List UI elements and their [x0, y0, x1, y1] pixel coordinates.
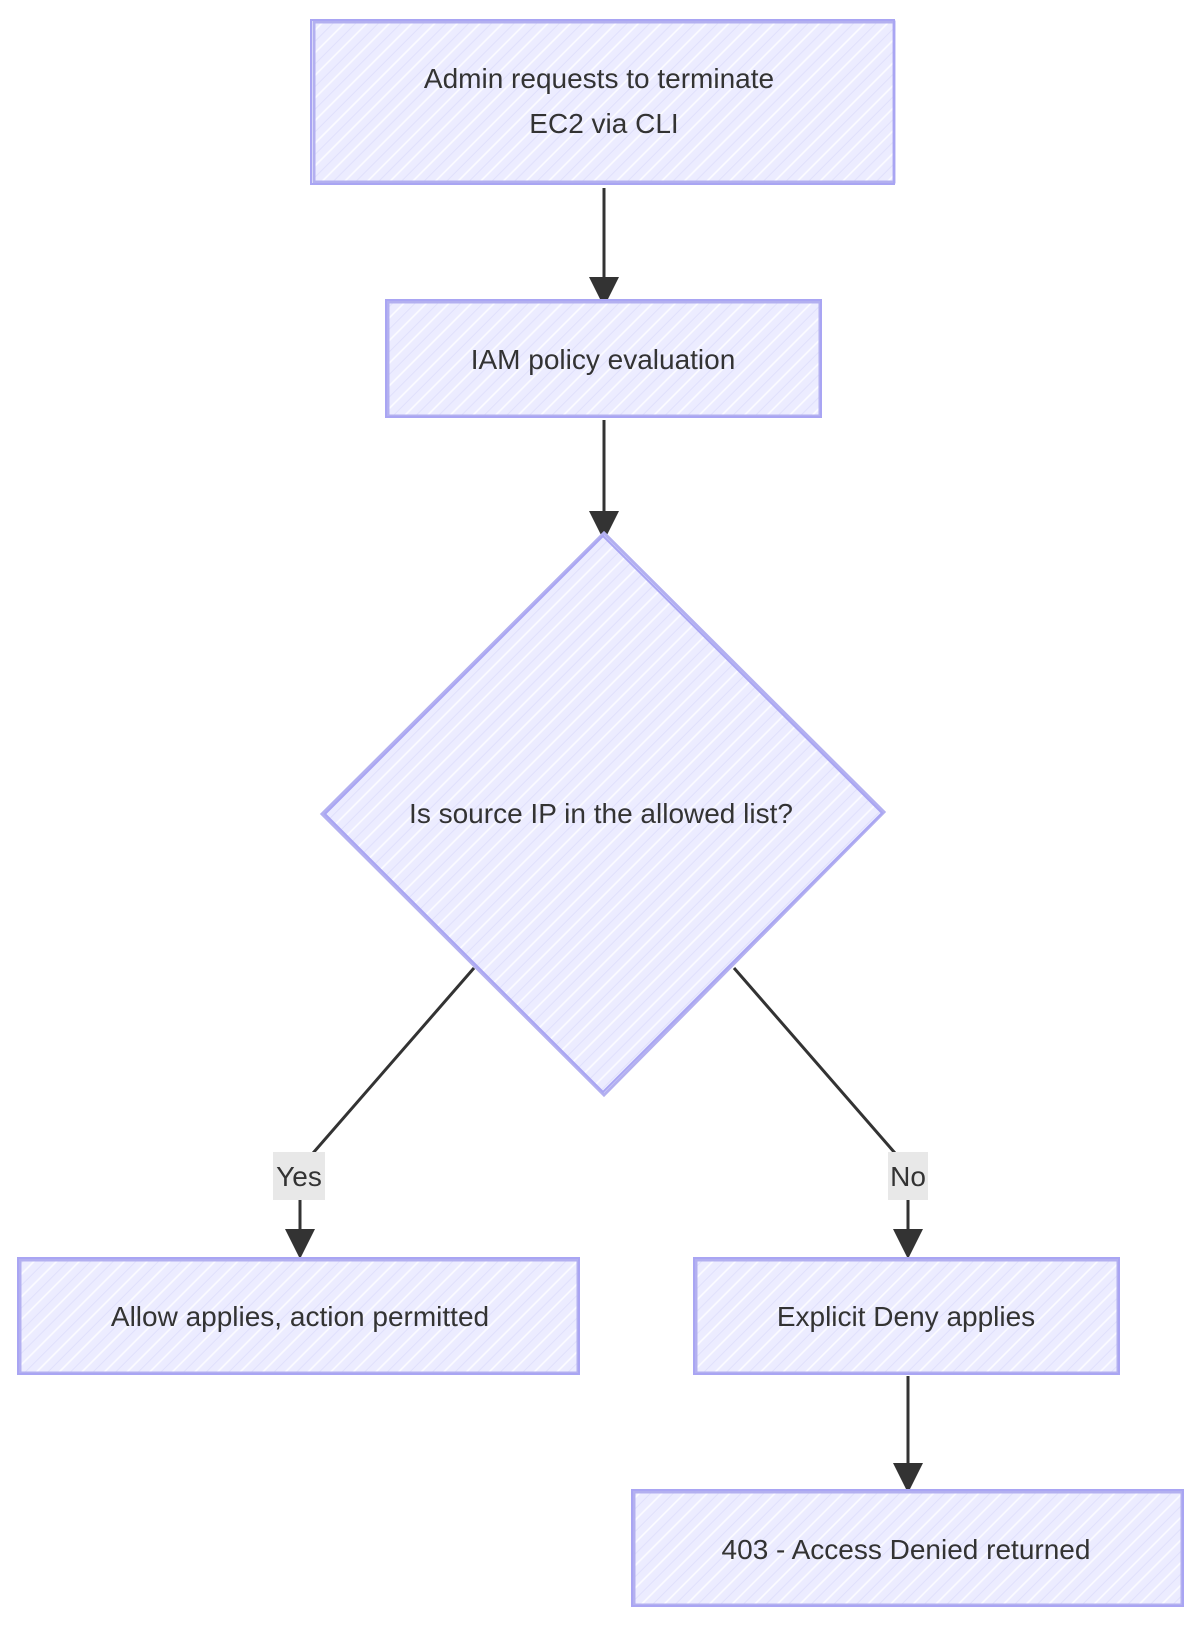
- node-deny: Explicit Deny applies: [693, 1257, 1120, 1375]
- node-decision: Is source IP in the allowed list?: [319, 530, 887, 1098]
- node-allow-label: Allow applies, action permitted: [111, 1301, 489, 1332]
- edge-label-yes-text: Yes: [276, 1161, 322, 1192]
- node-evaluation: IAM policy evaluation: [385, 299, 822, 418]
- node-denied: 403 - Access Denied returned: [631, 1489, 1184, 1607]
- node-allow: Allow applies, action permitted: [17, 1257, 580, 1375]
- edge-decision-to-deny: [732, 967, 923, 1259]
- node-denied-label: 403 - Access Denied returned: [722, 1534, 1091, 1565]
- node-evaluation-label: IAM policy evaluation: [471, 344, 736, 375]
- edge-label-no-text: No: [890, 1161, 926, 1192]
- edge-label-yes: Yes: [273, 1152, 325, 1200]
- node-decision-label: Is source IP in the allowed list?: [409, 798, 793, 829]
- node-request-line1: Admin requests to terminate: [424, 63, 774, 94]
- node-deny-label: Explicit Deny applies: [777, 1301, 1035, 1332]
- edge-label-no: No: [888, 1152, 928, 1200]
- node-request: Admin requests to terminate EC2 via CLI: [310, 19, 896, 185]
- node-request-line2: EC2 via CLI: [529, 108, 678, 139]
- edge-decision-to-allow: [285, 967, 476, 1259]
